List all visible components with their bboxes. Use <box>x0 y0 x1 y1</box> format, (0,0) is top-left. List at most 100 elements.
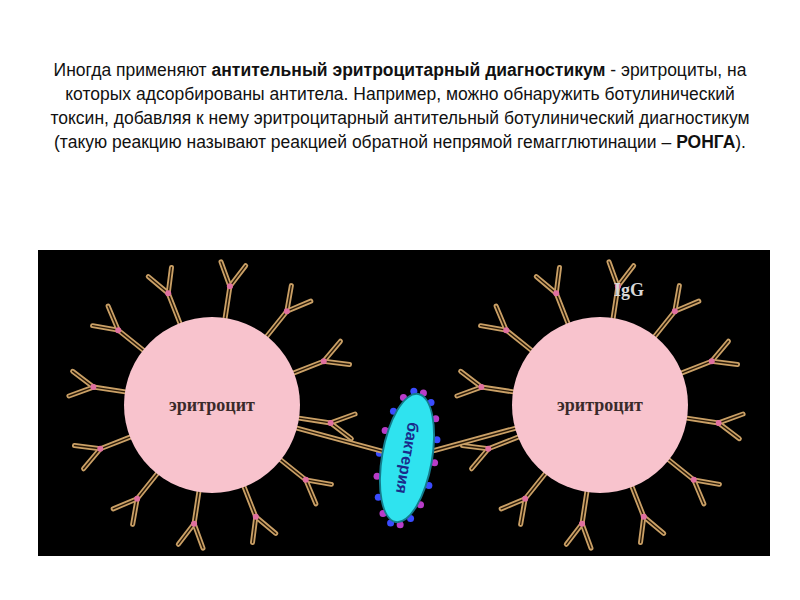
antibody-stroke <box>292 361 324 373</box>
hinge-dot <box>691 477 697 483</box>
description-text: Иногда применяют <box>54 60 207 80</box>
antibody-stroke <box>556 293 568 325</box>
antibody-stroke <box>496 306 506 330</box>
antibody-stroke <box>719 423 740 439</box>
antibody-stroke <box>74 446 100 449</box>
antibody-stroke <box>243 485 255 517</box>
antibody-stroke <box>194 524 203 548</box>
hinge-dot <box>553 290 559 296</box>
hinge-dot <box>115 327 121 333</box>
antibody-stroke <box>243 485 255 517</box>
antibody-stroke <box>331 414 355 423</box>
antibody-stroke <box>93 387 127 392</box>
antibody-stroke <box>719 414 743 423</box>
antibody-stroke <box>287 301 311 311</box>
antibody-stroke <box>256 517 276 534</box>
antibody-stroke <box>496 306 506 330</box>
antibody-stroke <box>331 414 355 423</box>
antibody-link <box>434 428 515 450</box>
antibody-stroke <box>667 459 694 480</box>
hinge-dot <box>90 384 96 390</box>
antibody-stroke <box>168 267 171 293</box>
antibody-stroke <box>556 267 559 293</box>
antibody-stroke <box>675 286 679 312</box>
antibody-stroke <box>73 371 94 387</box>
antibody-stroke <box>113 499 137 509</box>
antibody-stroke <box>461 371 482 387</box>
antibody-stroke <box>137 472 158 499</box>
node-label: эритроцит <box>169 395 255 416</box>
hinge-dot <box>284 308 290 314</box>
antibody-stroke <box>292 361 324 373</box>
antibody-stroke <box>225 286 230 320</box>
antibody-stroke <box>472 449 489 469</box>
antibody-stroke <box>719 414 743 423</box>
antibody-stroke <box>148 277 168 294</box>
hinge-dot <box>328 420 334 426</box>
antibody-stroke <box>525 472 546 499</box>
antibody-stroke <box>680 361 712 373</box>
antibody-stroke <box>525 472 546 499</box>
antibody-stroke <box>488 436 520 448</box>
antibody-stroke <box>137 472 158 499</box>
antibody-stroke <box>641 517 644 543</box>
antibody-stroke <box>654 311 675 338</box>
hinge-dot <box>303 477 309 483</box>
antibody-stroke <box>297 418 331 423</box>
antibody-stroke <box>306 480 316 504</box>
antibody-stroke <box>324 361 350 364</box>
antibody-stroke <box>74 446 100 449</box>
antibody-stroke <box>93 326 119 330</box>
antibody-stroke <box>118 330 145 351</box>
antibody-stroke <box>297 428 382 451</box>
antibody-stroke <box>582 524 591 548</box>
antibody-stroke <box>536 277 556 294</box>
hinge-dot <box>672 308 678 314</box>
hinge-dot <box>709 358 715 364</box>
antibody-stroke <box>100 436 132 448</box>
antibody-stroke <box>148 277 168 294</box>
antibody-stroke <box>194 490 199 524</box>
antibody-stroke <box>168 293 180 325</box>
antibody-stroke <box>230 266 246 287</box>
antibody-stroke <box>69 387 93 396</box>
antibody-stroke <box>644 517 664 534</box>
antibody-stroke <box>266 311 287 338</box>
hinge-dot <box>134 496 140 502</box>
antibody-stroke <box>631 485 643 517</box>
antibody-stroke <box>279 459 306 480</box>
antibody-stroke <box>256 517 276 534</box>
antibody-stroke <box>667 459 694 480</box>
antibody-link <box>297 428 382 451</box>
antibody-stroke <box>178 524 194 545</box>
antibody-stroke <box>84 449 101 469</box>
antibody-stroke <box>457 387 481 396</box>
node-label: эритроцит <box>557 395 643 416</box>
antibody-stroke <box>481 387 515 392</box>
antibody-stroke <box>297 428 382 451</box>
antibody-stroke <box>324 341 341 361</box>
antibody-stroke <box>694 480 720 484</box>
antibody-stroke <box>675 301 699 311</box>
antibody-stroke <box>84 449 101 469</box>
antibody-stroke <box>462 446 488 449</box>
hinge-dot <box>191 521 197 527</box>
antibody-stroke <box>168 293 180 325</box>
hinge-dot <box>227 283 233 289</box>
antibody-stroke <box>566 524 582 545</box>
antibody-stroke <box>719 423 740 439</box>
hinge-dot <box>522 496 528 502</box>
antibody-stroke <box>279 459 306 480</box>
hinge-dot <box>478 384 484 390</box>
antibody-stroke <box>712 341 729 361</box>
antibody-stroke <box>712 361 738 364</box>
antibody-stroke <box>194 490 199 524</box>
antibody-stroke <box>324 341 341 361</box>
antibody-stroke <box>178 524 194 545</box>
antibody-stroke <box>93 387 127 392</box>
antibodies <box>69 262 743 548</box>
hinge-dot <box>716 420 722 426</box>
antibody-stroke <box>685 418 719 423</box>
erythrocyte-circle: эритроцит <box>512 317 688 493</box>
antibody-stroke <box>287 301 311 311</box>
